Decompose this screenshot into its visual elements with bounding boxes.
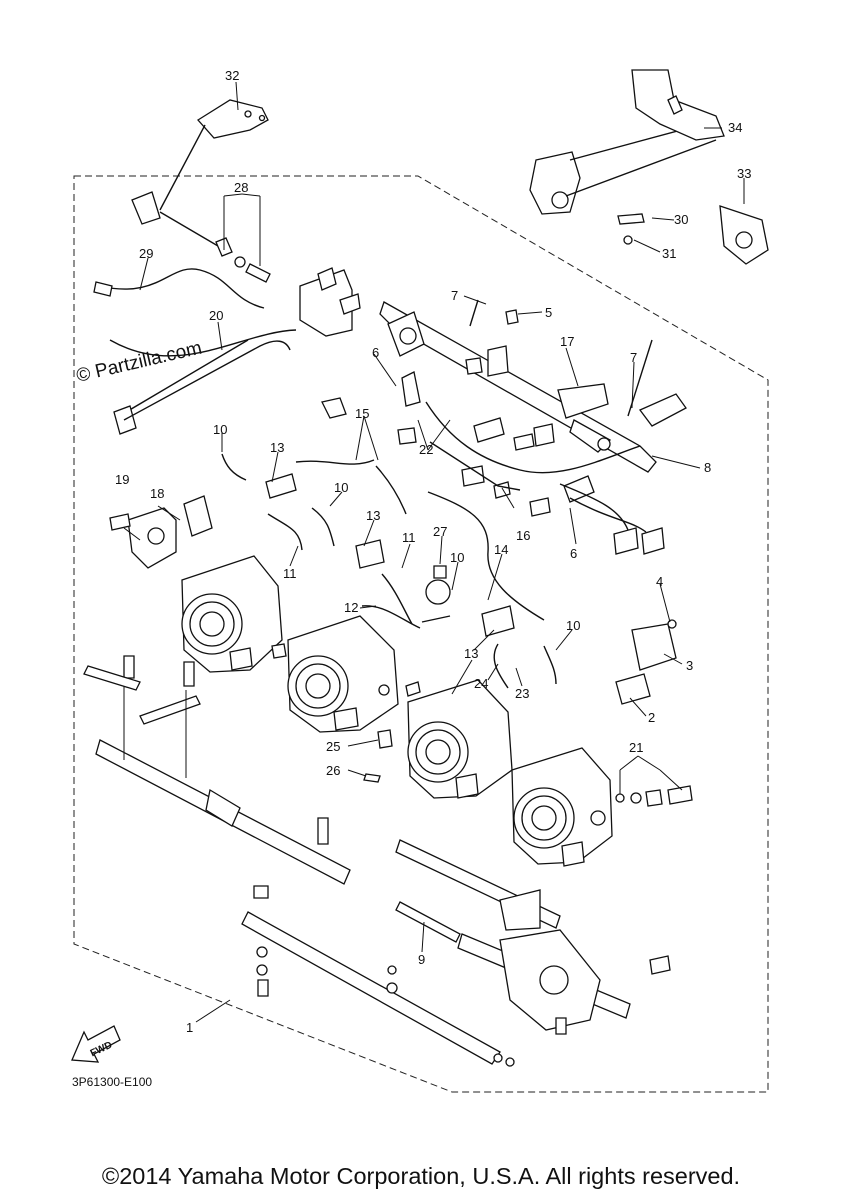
- callout-18: 18: [150, 486, 164, 501]
- callout-7b: 7: [630, 350, 637, 365]
- callout-17: 17: [560, 334, 574, 349]
- callout-13c: 13: [464, 646, 478, 661]
- callout-5: 5: [545, 305, 552, 320]
- callout-19: 19: [115, 472, 129, 487]
- callout-14: 14: [494, 542, 508, 557]
- callout-13a: 13: [270, 440, 284, 455]
- callout-4: 4: [656, 574, 663, 589]
- throttle-body-2: [287, 615, 399, 733]
- callout-32: 32: [225, 68, 239, 83]
- callout-8: 8: [704, 460, 711, 475]
- callout-20: 20: [209, 308, 223, 323]
- callout-10c: 10: [450, 550, 464, 565]
- callout-11a: 11: [402, 530, 416, 545]
- callout-30: 30: [674, 212, 688, 227]
- callout-13b: 13: [366, 508, 380, 523]
- callout-15: 15: [355, 406, 369, 421]
- throttle-cable-group: [93, 99, 361, 435]
- callout-31: 31: [662, 246, 676, 261]
- watermark: © Partzilla.com: [74, 338, 203, 387]
- vacuum-hose-group: [109, 453, 557, 689]
- callout-1: 1: [186, 1020, 193, 1035]
- callout-6b: 6: [570, 546, 577, 561]
- callout-6a: 6: [372, 345, 379, 360]
- throttle-body-3: [407, 679, 513, 799]
- callout-9: 9: [418, 952, 425, 967]
- callout-10a: 10: [213, 422, 227, 437]
- callout-21: 21: [629, 740, 643, 755]
- callout-22: 22: [419, 442, 433, 457]
- callout-labels: 32 34 33 28 30 31 29 7 5 20 17 6 7 15 10…: [115, 68, 751, 1035]
- callout-2: 2: [648, 710, 655, 725]
- callout-33: 33: [737, 166, 751, 181]
- callout-34: 34: [728, 120, 742, 135]
- callout-26: 26: [326, 763, 340, 778]
- callout-28: 28: [234, 180, 248, 195]
- leader-lines: [123, 81, 745, 1023]
- callout-24: 24: [474, 676, 488, 691]
- callout-12: 12: [344, 600, 358, 615]
- callout-27: 27: [433, 524, 447, 539]
- callout-3: 3: [686, 658, 693, 673]
- diagram-code: 3P61300-E100: [72, 1075, 152, 1089]
- callout-7a: 7: [451, 288, 458, 303]
- callout-10b: 10: [334, 480, 348, 495]
- assembly-boundary: [73, 175, 769, 1093]
- fwd-arrow-icon: FWD: [71, 1025, 121, 1063]
- throttle-body-4: [511, 747, 613, 867]
- callout-11b: 11: [283, 566, 297, 581]
- lower-brackets: [83, 665, 671, 1067]
- callout-29: 29: [139, 246, 153, 261]
- small-parts-group: [123, 565, 693, 845]
- fuel-rail-group: [321, 69, 769, 705]
- throttle-body-1: [181, 555, 283, 673]
- callout-25: 25: [326, 739, 340, 754]
- callout-10d: 10: [566, 618, 580, 633]
- callout-16: 16: [516, 528, 530, 543]
- copyright-notice: ©2014 Yamaha Motor Corporation, U.S.A. A…: [101, 1163, 741, 1189]
- callout-23: 23: [515, 686, 529, 701]
